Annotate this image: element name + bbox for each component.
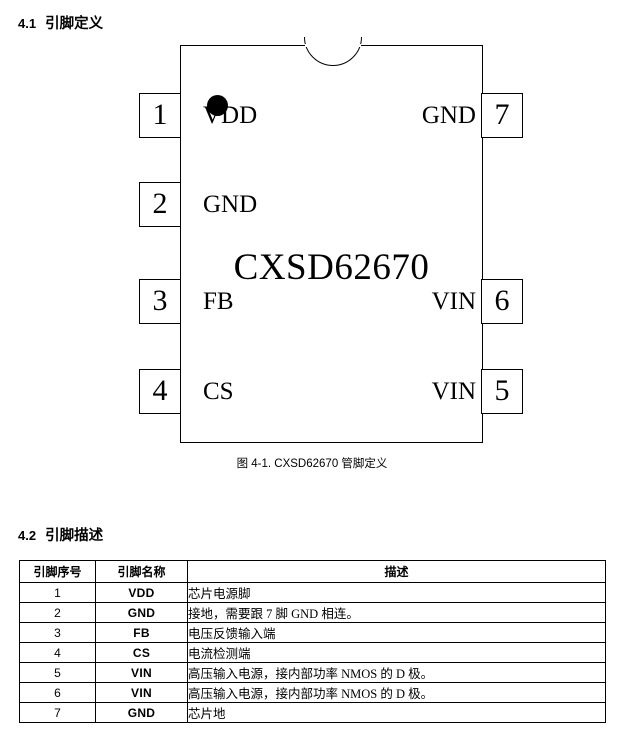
section-number: 4.1 <box>18 16 37 31</box>
cell-pin-number: 5 <box>19 662 96 683</box>
pin-name-label-3: FB <box>203 288 234 315</box>
cell-pin-name: VIN <box>95 662 188 683</box>
pin-name-label-1: VDD <box>203 102 258 129</box>
pin-name-label-5: VIN <box>431 378 476 405</box>
chip-notch-gap <box>305 44 361 47</box>
figure-caption: 图 4-1. CXSD62670 管脚定义 <box>236 458 388 470</box>
cell-pin-name: CS <box>95 642 188 663</box>
section-heading-pin-description: 4.2 引脚描述 <box>18 524 103 545</box>
cell-pin-name: VIN <box>95 682 188 703</box>
table-row: 2 GND 接地，需要跟 7 脚 GND 相连。 <box>19 602 606 623</box>
pin-box-1: 1 <box>139 93 181 138</box>
cell-pin-number: 4 <box>19 642 96 663</box>
cell-pin-number: 6 <box>19 682 96 703</box>
column-header-description: 描述 <box>187 560 606 583</box>
pin-description-table-wrapper: 引脚序号 引脚名称 描述 1 VDD 芯片电源脚 2 GND 接地，需要跟 7 … <box>19 560 606 723</box>
cell-pin-number: 7 <box>19 702 96 723</box>
cell-pin-number: 1 <box>19 582 96 603</box>
cell-pin-number: 2 <box>19 602 96 623</box>
table-header: 引脚序号 引脚名称 描述 <box>19 560 606 583</box>
table-row: 4 CS 电流检测端 <box>19 642 606 663</box>
section-title: 引脚描述 <box>45 528 104 544</box>
cell-description: 电流检测端 <box>187 642 606 663</box>
table-row: 7 GND 芯片地 <box>19 702 606 723</box>
section-heading-pin-definition: 4.1 引脚定义 <box>18 12 103 33</box>
pin-name-label-4: CS <box>203 378 234 405</box>
table-row: 6 VIN 高压输入电源，接内部功率 NMOS 的 D 极。 <box>19 682 606 703</box>
part-number-label: CXSD62670 <box>233 247 430 288</box>
cell-pin-name: GND <box>95 602 188 623</box>
column-header-pin-number: 引脚序号 <box>19 560 96 583</box>
pinout-diagram: CXSD62670 1 2 3 4 7 6 5 VDD GND FB CS GN… <box>0 36 624 486</box>
table-row: 3 FB 电压反馈输入端 <box>19 622 606 643</box>
column-header-pin-name: 引脚名称 <box>95 560 188 583</box>
pin-description-table: 引脚序号 引脚名称 描述 1 VDD 芯片电源脚 2 GND 接地，需要跟 7 … <box>19 560 606 723</box>
table-body: 1 VDD 芯片电源脚 2 GND 接地，需要跟 7 脚 GND 相连。 3 F… <box>19 582 606 723</box>
cell-pin-name: GND <box>95 702 188 723</box>
chip-notch-icon <box>304 37 362 67</box>
pin-box-4: 4 <box>139 369 181 414</box>
cell-pin-name: FB <box>95 622 188 643</box>
table-header-row: 引脚序号 引脚名称 描述 <box>19 560 606 583</box>
pin-name-label-7: GND <box>421 102 476 129</box>
pin-box-7: 7 <box>481 93 523 138</box>
pin-box-3: 3 <box>139 279 181 324</box>
pin-box-6: 6 <box>481 279 523 324</box>
pin-name-label-2: GND <box>203 191 258 218</box>
section-title: 引脚定义 <box>45 16 104 32</box>
cell-pin-name: VDD <box>95 582 188 603</box>
pin-box-2: 2 <box>139 182 181 227</box>
pin-box-5: 5 <box>481 369 523 414</box>
cell-description: 高压输入电源，接内部功率 NMOS 的 D 极。 <box>187 682 606 703</box>
chip-body-outline <box>180 45 483 443</box>
cell-description: 高压输入电源，接内部功率 NMOS 的 D 极。 <box>187 662 606 683</box>
table-row: 5 VIN 高压输入电源，接内部功率 NMOS 的 D 极。 <box>19 662 606 683</box>
cell-description: 芯片电源脚 <box>187 582 606 603</box>
polarity-dot-icon <box>207 95 228 116</box>
pin-name-label-6: VIN <box>431 288 476 315</box>
section-number: 4.2 <box>18 528 37 543</box>
table-row: 1 VDD 芯片电源脚 <box>19 582 606 603</box>
cell-description: 电压反馈输入端 <box>187 622 606 643</box>
cell-description: 接地，需要跟 7 脚 GND 相连。 <box>187 602 606 623</box>
cell-description: 芯片地 <box>187 702 606 723</box>
cell-pin-number: 3 <box>19 622 96 643</box>
